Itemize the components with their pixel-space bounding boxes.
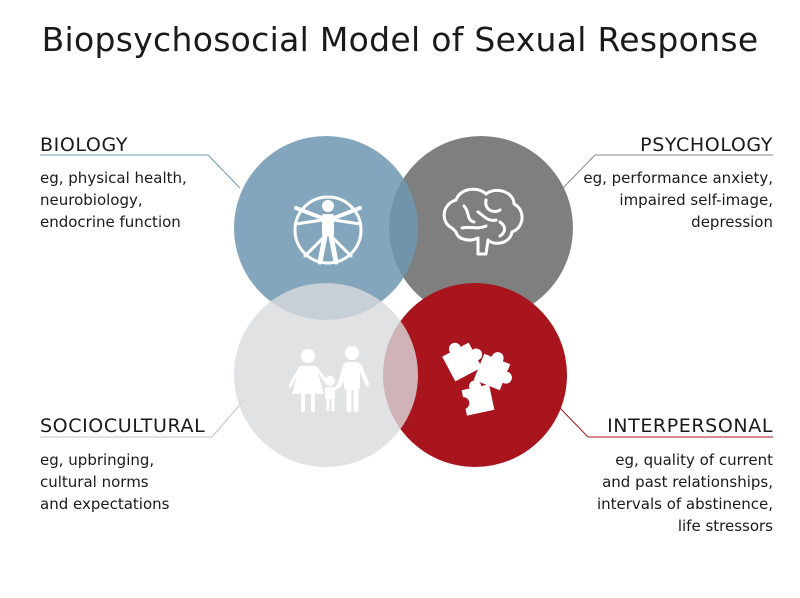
sociocultural-heading: SOCIOCULTURAL — [40, 415, 206, 437]
circles — [234, 136, 573, 467]
biology-description: eg, physical health, neurobiology, endoc… — [40, 167, 187, 233]
interpersonal-line: eg, quality of current — [615, 451, 773, 469]
leader-lines — [40, 154, 773, 438]
sociocultural-line: and expectations — [40, 495, 170, 513]
interpersonal-leader-line — [555, 403, 773, 438]
psychology-line: eg, performance anxiety, — [583, 169, 773, 187]
sociocultural-leader-line — [40, 399, 245, 438]
biology-line: eg, physical health, — [40, 169, 187, 187]
interpersonal-line: and past relationships, — [602, 473, 773, 491]
sociocultural-circle — [234, 283, 418, 467]
psychology-leader-line — [562, 154, 773, 189]
psychology-line: depression — [691, 213, 773, 231]
puzzle-pieces-icon — [442, 342, 512, 416]
biology-heading: BIOLOGY — [40, 134, 129, 156]
psychology-heading: PSYCHOLOGY — [640, 134, 773, 156]
interpersonal-line: intervals of abstinence, — [596, 495, 773, 513]
vitruvian-man-icon — [293, 195, 363, 265]
biology-leader-line — [40, 154, 241, 189]
family-icon — [288, 346, 369, 413]
brain-icon — [442, 187, 524, 256]
interpersonal-description: eg, quality of current and past relation… — [597, 449, 773, 537]
psychology-line: impaired self-image, — [619, 191, 773, 209]
interpersonal-line: life stressors — [677, 517, 773, 535]
biology-line: endocrine function — [40, 213, 181, 231]
interpersonal-heading: INTERPERSONAL — [607, 415, 773, 437]
sociocultural-description: eg, upbringing, cultural norms and expec… — [40, 449, 169, 515]
psychology-description: eg, performance anxiety, impaired self-i… — [583, 167, 773, 233]
page-title: Biopsychosocial Model of Sexual Response — [41, 20, 759, 59]
sociocultural-line: eg, upbringing, — [40, 451, 155, 469]
biology-line: neurobiology, — [40, 191, 143, 209]
interpersonal-circle — [383, 283, 567, 467]
sociocultural-line: cultural norms — [40, 473, 149, 491]
